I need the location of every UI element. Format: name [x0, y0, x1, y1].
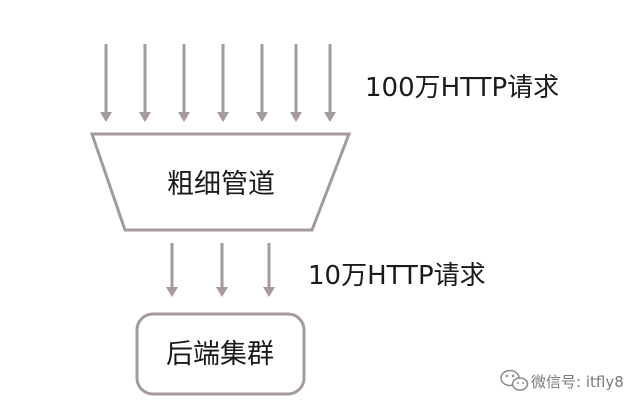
incoming-arrows — [100, 44, 336, 122]
incoming-label: 100万HTTP请求 — [365, 73, 559, 103]
wechat-icon — [500, 369, 529, 391]
outgoing-label: 10万HTTP请求 — [308, 261, 486, 291]
backend-box — [135, 312, 306, 396]
pipe-label: 粗细管道 — [167, 169, 275, 200]
outgoing-arrows — [166, 243, 275, 297]
watermark: 微信号: itfly8 — [500, 369, 624, 391]
watermark-text: 微信号: itfly8 — [531, 373, 624, 391]
pipe-shape — [89, 132, 352, 232]
backend-label: 后端集群 — [166, 339, 274, 370]
